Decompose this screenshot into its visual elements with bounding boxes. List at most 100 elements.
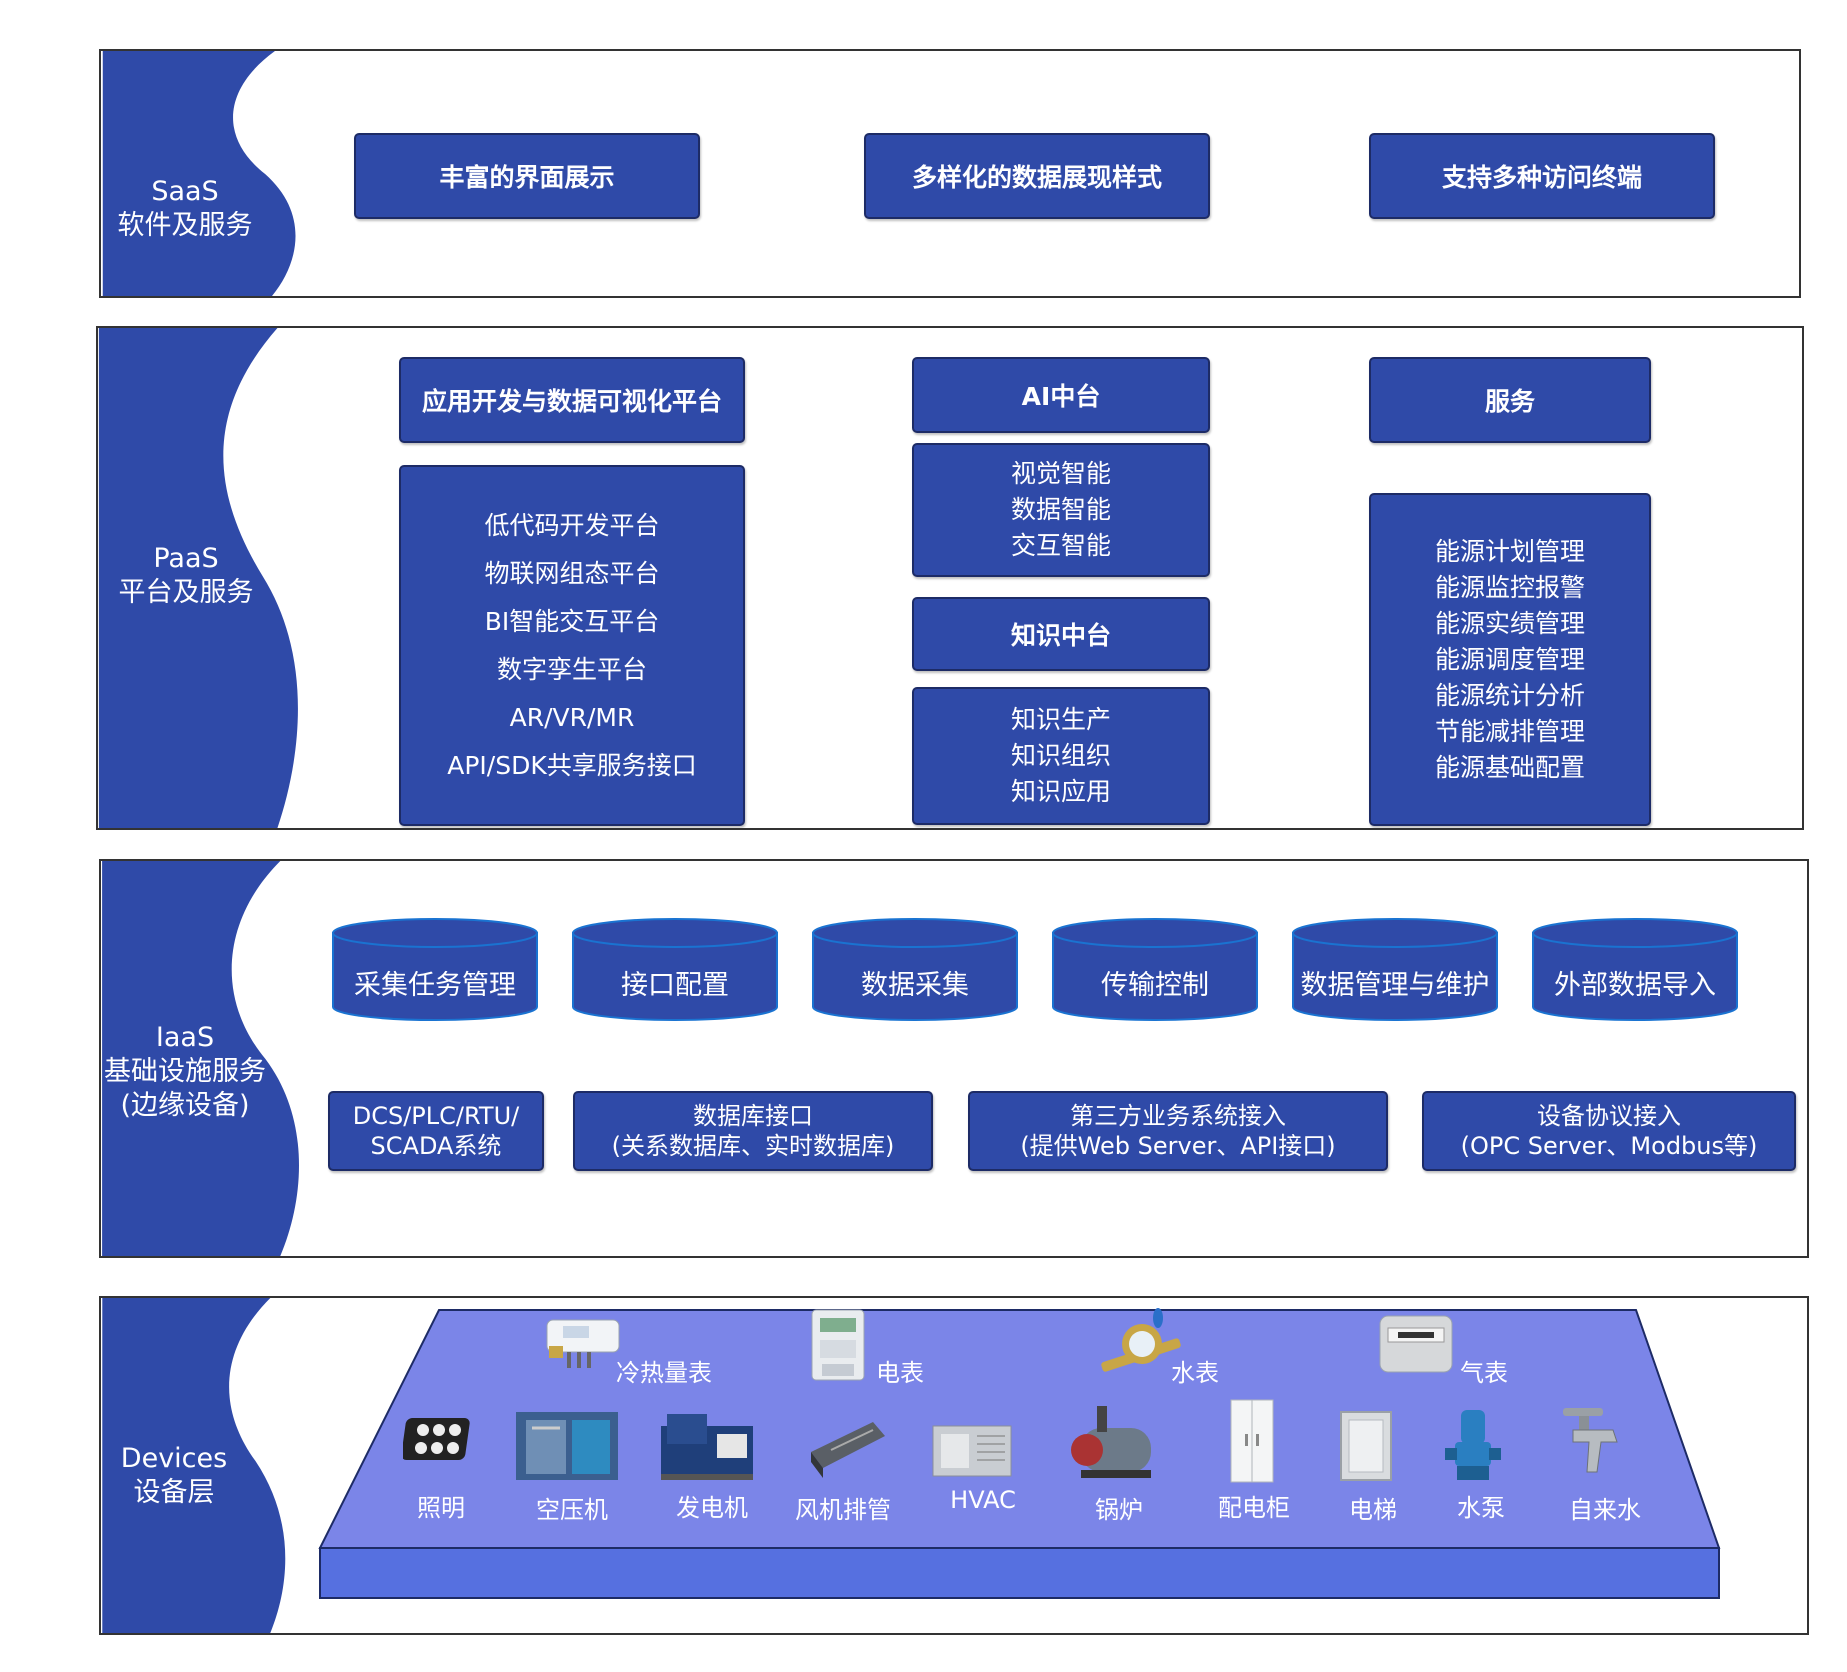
fan-coil-label: 风机排管 bbox=[795, 1496, 891, 1524]
heat-meter-icon bbox=[546, 1319, 620, 1368]
fan-coil-icon bbox=[811, 1422, 885, 1478]
cylinder-transmission-control: 传输控制 bbox=[1052, 917, 1258, 1021]
generator-label: 发电机 bbox=[676, 1494, 748, 1522]
paas-app-item: 物联网组态平台 bbox=[484, 558, 660, 588]
cylinder-label: 数据采集 bbox=[861, 970, 969, 1001]
saas-side-band bbox=[102, 51, 296, 296]
iaas-side-band bbox=[102, 861, 299, 1256]
paas-service-item: 能源调度管理 bbox=[1434, 644, 1585, 674]
paas-app-item: API/SDK共享服务接口 bbox=[447, 750, 697, 780]
paas-service-title: 服务 bbox=[1369, 357, 1651, 443]
gas-meter-icon bbox=[1379, 1315, 1453, 1373]
water-meter-icon bbox=[1101, 1308, 1181, 1372]
saas-label-line2: 软件及服务 bbox=[117, 210, 253, 241]
devices-label-line2: 设备层 bbox=[133, 1477, 215, 1508]
iaas-label-line1: IaaS bbox=[155, 1022, 215, 1053]
iaas-interface-line2: SCADA系统 bbox=[370, 1132, 502, 1160]
iaas-interface-line1: DCS/PLC/RTU/ bbox=[352, 1102, 520, 1130]
water-meter-label: 水表 bbox=[1171, 1359, 1219, 1387]
paas-app-item: 低代码开发平台 bbox=[484, 510, 660, 540]
water-pump-icon bbox=[1445, 1410, 1501, 1480]
generator-icon bbox=[661, 1414, 753, 1480]
iaas-label: IaaS 基础设施服务 (边缘设备) bbox=[101, 1021, 269, 1123]
paas-knowledge-item: 知识应用 bbox=[1010, 777, 1111, 806]
paas-app-item: 数字孪生平台 bbox=[496, 654, 647, 684]
saas-layer: SaaS 软件及服务 丰富的界面展示 多样化的数据展现样式 支持多种访问终端 bbox=[99, 49, 1801, 298]
paas-knowledge-title: 知识中台 bbox=[912, 597, 1210, 671]
hvac-label: HVAC bbox=[950, 1486, 1016, 1514]
cylinder-label: 采集任务管理 bbox=[354, 970, 516, 1001]
paas-label-line1: PaaS bbox=[153, 543, 219, 574]
device-platform bbox=[318, 1309, 1721, 1599]
paas-service-item: 能源监控报警 bbox=[1434, 572, 1585, 602]
boiler-icon bbox=[1071, 1406, 1151, 1478]
elevator-icon bbox=[1340, 1411, 1392, 1481]
heat-meter-label: 冷热量表 bbox=[616, 1359, 712, 1387]
paas-ai-title: AI中台 bbox=[912, 357, 1210, 433]
saas-box-data-styles: 多样化的数据展现样式 bbox=[864, 133, 1210, 219]
boiler-label: 锅炉 bbox=[1095, 1496, 1143, 1524]
paas-layer: PaaS 平台及服务 应用开发与数据可视化平台 低代码开发平台 物联网组态平台 … bbox=[96, 326, 1804, 830]
iaas-label-line3: (边缘设备) bbox=[120, 1090, 250, 1121]
iaas-interface-line1: 第三方业务系统接入 bbox=[1070, 1102, 1286, 1130]
cylinder-label: 数据管理与维护 bbox=[1300, 970, 1490, 1001]
paas-app-platform-title: 应用开发与数据可视化平台 bbox=[399, 357, 745, 443]
iaas-interface-line1: 数据库接口 bbox=[693, 1102, 813, 1130]
iaas-interface-line2: (提供Web Server、API接口) bbox=[1020, 1132, 1336, 1160]
iaas-interface-line2: (关系数据库、实时数据库) bbox=[611, 1132, 895, 1160]
cylinder-external-import: 外部数据导入 bbox=[1532, 917, 1738, 1021]
lighting-label: 照明 bbox=[417, 1494, 465, 1522]
iaas-interface-protocol: 设备协议接入 (OPC Server、Modbus等) bbox=[1422, 1091, 1796, 1171]
cylinder-label: 传输控制 bbox=[1101, 970, 1209, 1001]
paas-app-item: AR/VR/MR bbox=[509, 702, 635, 732]
devices-label-line1: Devices bbox=[120, 1443, 228, 1474]
iaas-interface-line2: (OPC Server、Modbus等) bbox=[1460, 1132, 1758, 1160]
tap-water-label: 自来水 bbox=[1569, 1496, 1641, 1524]
paas-app-platform-list: 低代码开发平台 物联网组态平台 BI智能交互平台 数字孪生平台 AR/VR/MR… bbox=[399, 465, 745, 826]
paas-knowledge-item: 知识组织 bbox=[1010, 741, 1111, 770]
paas-service-list: 能源计划管理 能源监控报警 能源实绩管理 能源调度管理 能源统计分析 节能减排管… bbox=[1369, 493, 1651, 826]
saas-box-ui: 丰富的界面展示 bbox=[354, 133, 700, 219]
paas-app-item: BI智能交互平台 bbox=[484, 606, 660, 636]
devices-layer: Devices 设备层 bbox=[99, 1296, 1809, 1635]
electric-meter-label: 电表 bbox=[876, 1359, 924, 1387]
water-pump-label: 水泵 bbox=[1457, 1494, 1505, 1522]
paas-ai-list: 视觉智能 数据智能 交互智能 bbox=[912, 443, 1210, 577]
iaas-interface-dcs: DCS/PLC/RTU/ SCADA系统 bbox=[328, 1091, 544, 1171]
saas-box-terminals: 支持多种访问终端 bbox=[1369, 133, 1715, 219]
devices-side-band bbox=[102, 1298, 286, 1633]
cylinder-label: 外部数据导入 bbox=[1554, 970, 1716, 1001]
paas-side-band bbox=[98, 328, 298, 828]
devices-label: Devices 设备层 bbox=[101, 1442, 247, 1510]
paas-label: PaaS 平台及服务 bbox=[98, 542, 274, 610]
air-compressor-icon bbox=[516, 1412, 618, 1480]
iaas-interface-database: 数据库接口 (关系数据库、实时数据库) bbox=[573, 1091, 933, 1171]
paas-service-item: 能源基础配置 bbox=[1434, 752, 1585, 782]
saas-label-line1: SaaS bbox=[151, 176, 219, 207]
paas-service-item: 能源实绩管理 bbox=[1434, 608, 1585, 638]
iaas-interface-third-party: 第三方业务系统接入 (提供Web Server、API接口) bbox=[968, 1091, 1388, 1171]
distribution-cabinet-icon bbox=[1230, 1399, 1274, 1483]
faucet-icon bbox=[1563, 1408, 1618, 1473]
cylinder-task-management: 采集任务管理 bbox=[332, 917, 538, 1021]
saas-label: SaaS 软件及服务 bbox=[101, 175, 269, 243]
cylinder-data-maintenance: 数据管理与维护 bbox=[1292, 917, 1498, 1021]
paas-service-item: 能源计划管理 bbox=[1434, 536, 1585, 566]
elevator-label: 电梯 bbox=[1349, 1496, 1397, 1524]
air-compressor-label: 空压机 bbox=[536, 1496, 608, 1524]
cylinder-data-collection: 数据采集 bbox=[812, 917, 1018, 1021]
distribution-cabinet-label: 配电柜 bbox=[1218, 1494, 1290, 1522]
lighting-icon bbox=[403, 1418, 470, 1460]
iaas-layer: IaaS 基础设施服务 (边缘设备) 采集任务管理 接口配置数据采集 传输控制 数据管… bbox=[99, 859, 1809, 1258]
iaas-interface-line1: 设备协议接入 bbox=[1537, 1102, 1681, 1130]
hvac-icon bbox=[932, 1425, 1012, 1477]
paas-label-line2: 平台及服务 bbox=[118, 577, 254, 608]
paas-ai-item: 视觉智能 bbox=[1010, 459, 1111, 488]
electric-meter-icon bbox=[811, 1309, 865, 1381]
paas-knowledge-list: 知识生产 知识组织 知识应用 bbox=[912, 687, 1210, 825]
paas-ai-item: 交互智能 bbox=[1010, 531, 1111, 560]
paas-knowledge-item: 知识生产 bbox=[1010, 705, 1111, 734]
gas-meter-label: 气表 bbox=[1460, 1359, 1508, 1387]
paas-ai-item: 数据智能 bbox=[1010, 495, 1111, 524]
cylinder-interface-config: 接口配置 bbox=[572, 917, 778, 1021]
